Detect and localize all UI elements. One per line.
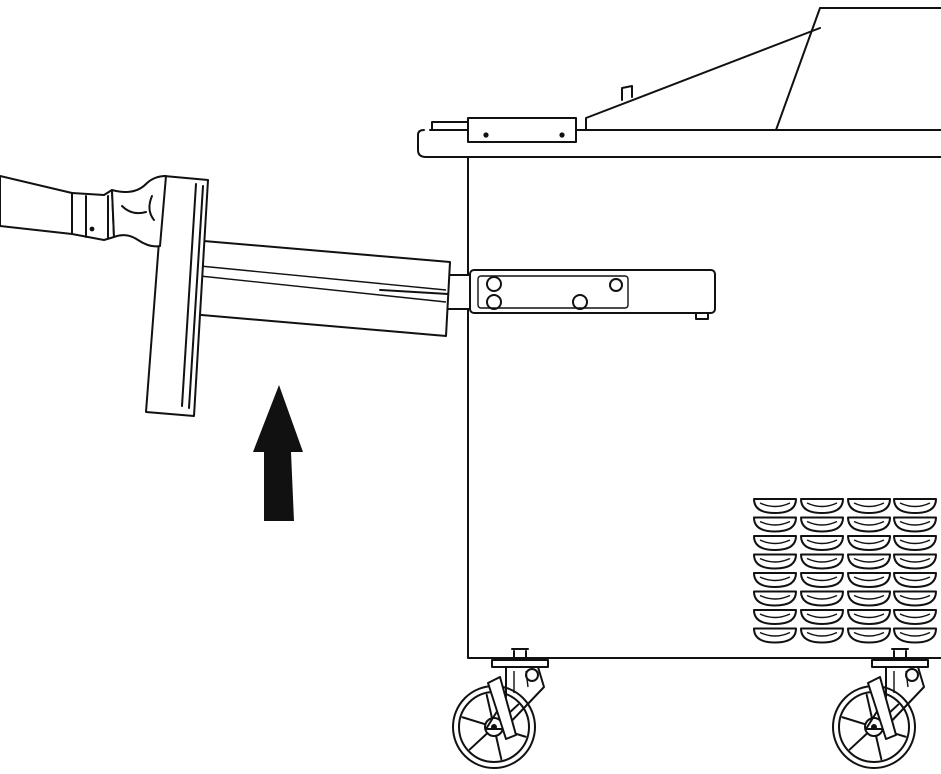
vent-slot	[800, 590, 844, 607]
vent-slot	[800, 572, 844, 588]
vent-slot	[893, 572, 937, 588]
caster-wheels	[452, 648, 929, 769]
hand-pulling-icon	[0, 175, 167, 248]
vent-slot	[800, 553, 844, 570]
vent-slot	[847, 627, 891, 644]
vent-slot	[893, 590, 937, 607]
watch-icon	[89, 226, 95, 232]
vent-slot	[847, 572, 891, 588]
vent-slot	[800, 627, 844, 644]
wheel-icon	[832, 648, 929, 769]
vent-slot	[893, 498, 937, 514]
machine-lid	[417, 7, 941, 158]
vent-slot	[800, 498, 844, 514]
drip-tray	[145, 175, 451, 417]
vent-slot	[893, 535, 937, 551]
vent-slot	[893, 627, 937, 644]
vent-slot	[753, 572, 797, 588]
vent-slot	[847, 535, 891, 551]
vent-slot	[753, 553, 797, 570]
vent-slot	[893, 609, 937, 625]
vent-slot	[753, 516, 797, 533]
vent-slot	[847, 553, 891, 570]
vent-slot	[753, 498, 797, 514]
wheel-icon	[452, 648, 549, 769]
screw-icon	[483, 132, 489, 138]
vent-slot	[753, 609, 797, 625]
vent-slot	[893, 553, 937, 570]
vent-slot	[847, 590, 891, 607]
vent-slot	[800, 535, 844, 551]
vent-slot	[893, 516, 937, 533]
vent-slot	[800, 609, 844, 625]
arrow-up-icon	[253, 385, 303, 521]
vent-slot	[753, 535, 797, 551]
vent-grille	[753, 498, 937, 644]
screw-icon	[559, 132, 565, 138]
vent-slot	[847, 516, 891, 533]
vent-slot	[753, 590, 797, 607]
machine-body	[467, 156, 941, 659]
vent-slot	[847, 609, 891, 625]
vent-slot	[753, 627, 797, 644]
vent-slot	[847, 498, 891, 514]
vent-slot	[800, 516, 844, 533]
